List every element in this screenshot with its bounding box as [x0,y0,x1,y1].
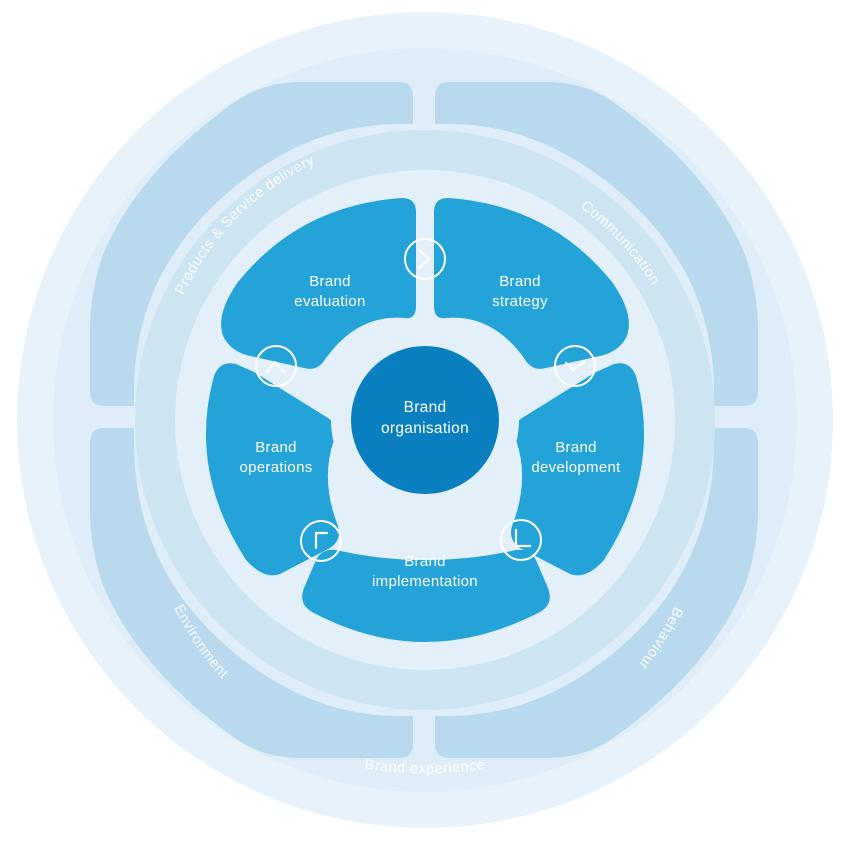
stage-development-line1: Brand [555,439,597,456]
stage-evaluation-line1: Brand [309,273,351,290]
center-circle [351,346,499,494]
chevron-right-icon [404,238,446,280]
outer-quadrants [90,82,758,758]
corner-arrow-icon [300,520,342,562]
stage-strategy [434,198,629,369]
stage-icons [255,238,596,562]
quadrant-environment [90,428,413,758]
stage-labels: Brand evaluation Brand strategy Brand de… [239,273,621,590]
corner-arrow-icon [500,519,542,561]
stage-development-line2: development [531,459,621,476]
stage-implementation-line2: implementation [372,573,478,590]
quadrant-products [90,82,413,406]
stage-operations-line1: Brand [255,439,297,456]
center-label-line1: Brand [404,399,447,416]
brand-experience-label: Brand experience [364,757,487,777]
quadrant-behaviour [435,428,758,758]
center-label-line2: organisation [381,420,469,437]
stage-evaluation-line2: evaluation [294,293,365,310]
brand-experience-label-path: Brand experience [364,757,486,777]
chevron-up-right-icon [255,345,297,387]
stage-implementation-line1: Brand [404,553,446,570]
stages [205,198,645,642]
stage-strategy-line2: strategy [492,293,548,310]
stage-operations-line2: operations [239,459,312,476]
stage-evaluation [221,198,416,369]
quadrant-communication [435,82,758,406]
stage-operations [205,363,339,576]
check-arrow-icon [554,345,596,387]
stage-implementation [302,549,550,642]
stage-strategy-line1: Brand [499,273,541,290]
stage-development [511,363,645,576]
